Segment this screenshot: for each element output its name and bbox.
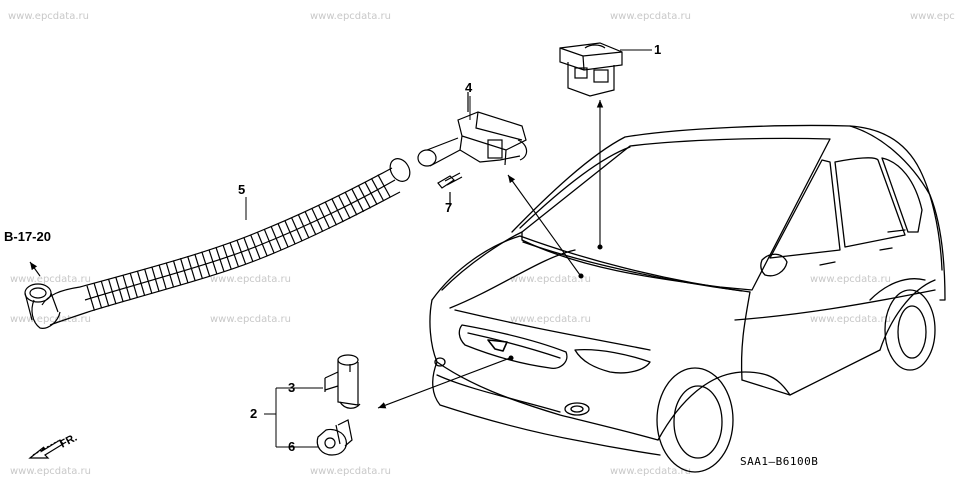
hose-rib [331,198,344,223]
hose-rib [187,255,196,282]
watermark: www.epcdata.ru [10,466,91,477]
watermark: www.epcdata.ru [810,314,891,325]
hose-rib [351,188,365,213]
hose-rib [243,237,254,262]
hose-rib [222,244,232,270]
hose-rib [337,195,351,219]
hose-rib [115,277,124,303]
watermark: www.epcdata.ru [210,274,291,285]
hose-rib [277,223,289,248]
hose-rib [129,272,139,299]
hose-rib [122,274,131,301]
hose-rib [108,279,117,305]
hose-rib [311,208,324,233]
leader-lines [245,49,652,448]
watermark: www.epcdata.ru [610,466,691,477]
callout-3: 3 [288,380,296,395]
watermark: www.epcdata.ru [210,314,291,325]
callout-4: 4 [465,80,473,95]
hose-rib [250,234,261,260]
hose-rib [136,270,146,296]
part-1-sensor [559,42,623,97]
location-arrows [29,100,604,409]
hose-rib [270,226,282,251]
watermark: www.epc [910,11,955,22]
front-direction-arrow [28,439,64,459]
hose-rib [158,264,167,290]
part-6-clip [316,419,353,456]
hose-rib [304,211,317,236]
callout-1: 1 [654,42,662,57]
hose-rib [172,260,182,286]
watermark: www.epcdata.ru [8,11,89,22]
hose-rib [370,178,385,202]
hose-rib [93,283,103,309]
hose-rib [357,184,371,209]
hose-rib [256,231,268,257]
watermark: www.epcdata.ru [310,466,391,477]
watermark: www.epcdata.ru [510,314,591,325]
part-3-sensor [324,354,361,409]
hose-rib [144,268,153,294]
reference-label[interactable]: B-17-20 [4,229,51,244]
hose-rib [236,239,247,265]
hose-rib [194,253,203,279]
hose-rib [100,281,110,307]
hose-rib [377,174,391,198]
hose-rib [215,246,225,272]
hose-rib [151,266,160,292]
hose-rib [290,217,303,242]
hose-rib [317,204,331,229]
callout-7: 7 [445,200,453,215]
hose-rib [284,220,296,245]
diagram-code: SAA1—B6100B [740,455,819,468]
hose-rib [263,228,275,254]
callout-6: 6 [288,439,296,454]
hose-rib [165,262,175,288]
hose-rib [179,258,189,284]
part-5-hose [24,158,411,329]
vehicle-outline [429,124,946,473]
hose-rib [297,214,310,239]
hose-rib [86,285,96,311]
watermark: www.epcdata.ru [10,274,91,285]
callout-5: 5 [238,182,246,197]
watermark: www.epcdata.ru [10,314,91,325]
hose-rib [364,181,378,205]
watermark: www.epcdata.ru [610,11,691,22]
watermark: www.epcdata.ru [510,274,591,285]
hose-rib [344,191,358,216]
hose-rib [324,201,338,226]
part-4-module [417,92,528,167]
hose-rib [201,251,211,277]
watermark: www.epcdata.ru [310,11,391,22]
callout-2: 2 [250,406,258,421]
hose-rib [208,249,218,275]
watermark: www.epcdata.ru [810,274,891,285]
hose-rib [229,242,240,268]
